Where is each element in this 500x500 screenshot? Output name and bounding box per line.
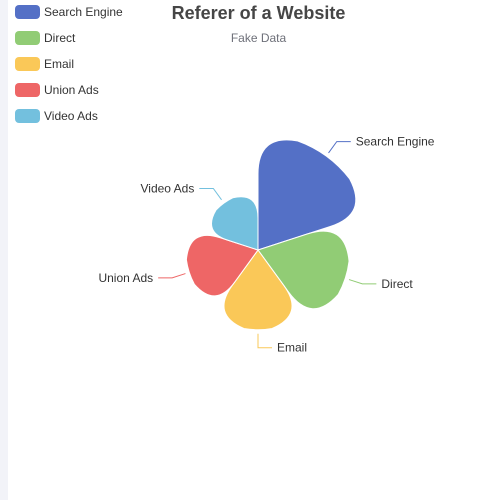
- legend-label: Union Ads: [44, 83, 99, 97]
- legend-label: Search Engine: [44, 5, 123, 19]
- legend-item-union-ads[interactable]: Union Ads: [15, 83, 123, 97]
- slice-label: Email: [277, 341, 307, 355]
- legend-label: Email: [44, 57, 75, 71]
- legend-item-search-engine[interactable]: Search Engine: [15, 5, 123, 19]
- label-leader-line: [348, 279, 377, 285]
- legend-swatch: [15, 31, 40, 45]
- slice-label: Union Ads: [98, 271, 153, 285]
- legend-swatch: [15, 5, 40, 19]
- pie-slice-direct[interactable]: [257, 230, 350, 310]
- pie-slice-union-ads[interactable]: [185, 234, 259, 297]
- pie-slice-video-ads[interactable]: [211, 196, 259, 251]
- slice-label: Video Ads: [141, 182, 195, 196]
- legend-swatch: [15, 109, 40, 123]
- pie-slice-search-engine[interactable]: [257, 139, 357, 251]
- slice-label: Direct: [381, 277, 413, 291]
- left-scroll-strip: [0, 0, 8, 500]
- chart-title: Referer of a Website: [171, 3, 346, 23]
- label-leader-line: [257, 333, 272, 349]
- pie-slice-email[interactable]: [223, 249, 293, 331]
- legend: Search Engine Direct Email Union Ads Vid…: [15, 5, 123, 135]
- legend-swatch: [15, 83, 40, 97]
- label-leader-line: [328, 141, 351, 154]
- legend-item-email[interactable]: Email: [15, 57, 123, 71]
- legend-label: Direct: [44, 31, 76, 45]
- legend-swatch: [15, 57, 40, 71]
- label-leader-line: [199, 188, 222, 201]
- label-leader-line: [158, 273, 186, 279]
- chart-subtitle: Fake Data: [230, 31, 287, 45]
- legend-label: Video Ads: [44, 109, 98, 123]
- legend-item-video-ads[interactable]: Video Ads: [15, 109, 123, 123]
- legend-item-direct[interactable]: Direct: [15, 31, 123, 45]
- slice-label: Search Engine: [356, 135, 435, 149]
